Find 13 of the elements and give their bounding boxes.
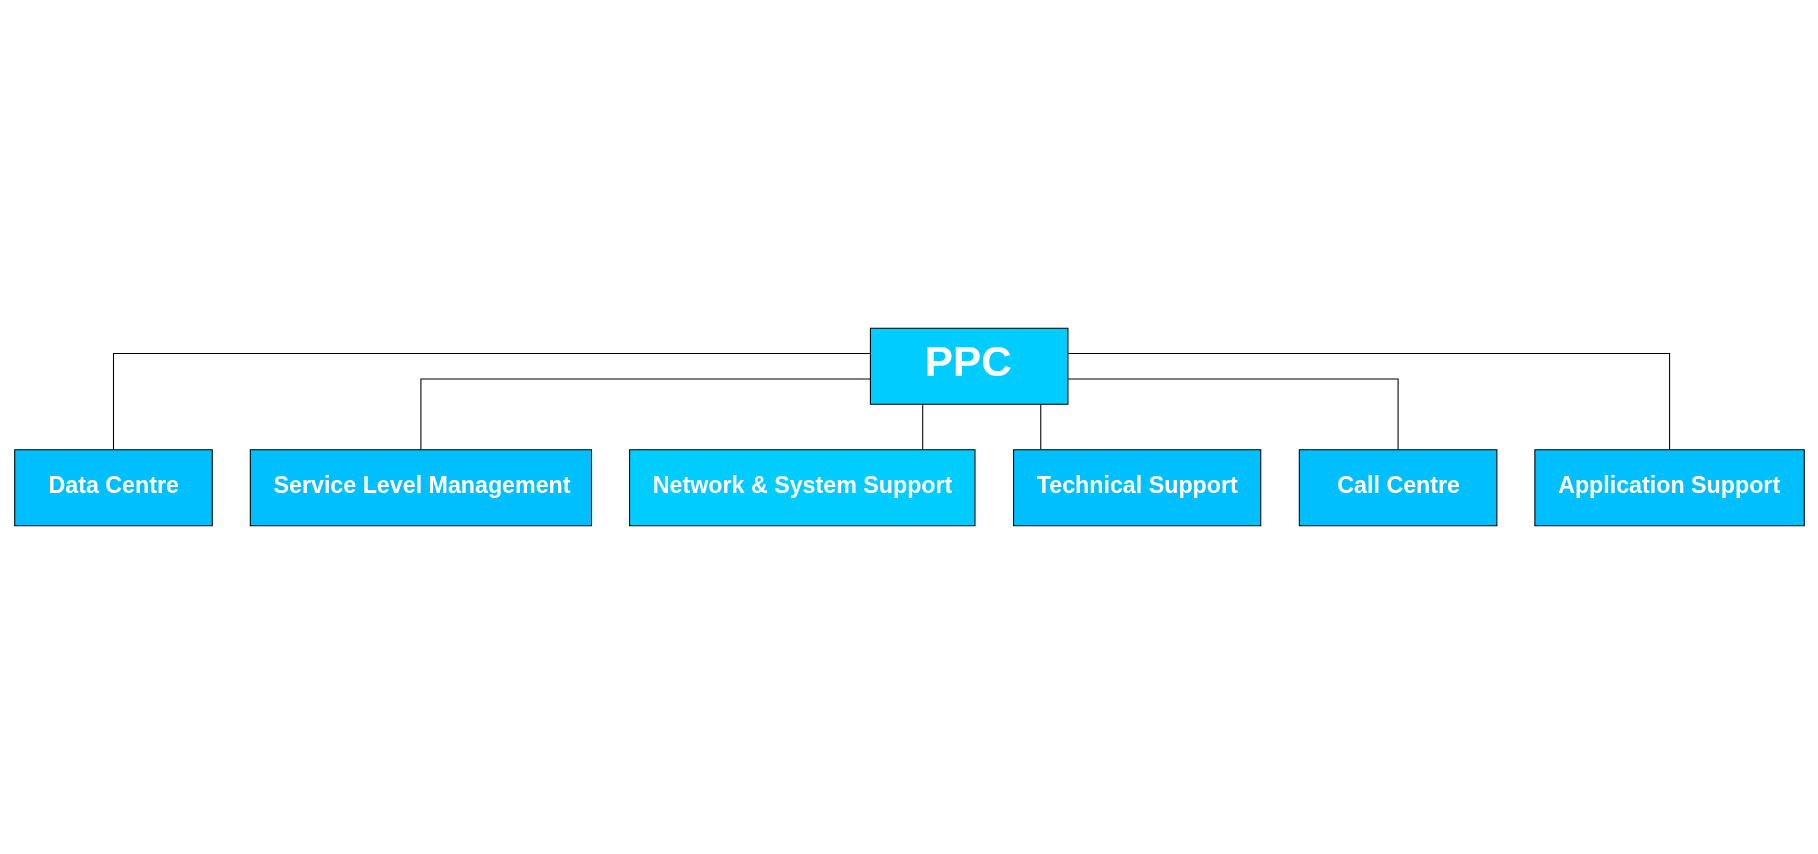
connector [921, 403, 923, 450]
connector [419, 378, 871, 451]
node-box: PPC [869, 327, 1068, 405]
connector [1067, 378, 1399, 451]
connector [1039, 403, 1041, 450]
node-box: Network & System Support [628, 449, 976, 527]
node-box: Application Support [1533, 449, 1805, 527]
node-box: Call Centre [1298, 449, 1497, 527]
connector [1067, 353, 1670, 451]
connector [112, 353, 871, 451]
node-box: Technical Support [1012, 449, 1261, 527]
node-box: Data Centre [13, 449, 213, 527]
node-box: Service Level Management [249, 449, 592, 527]
